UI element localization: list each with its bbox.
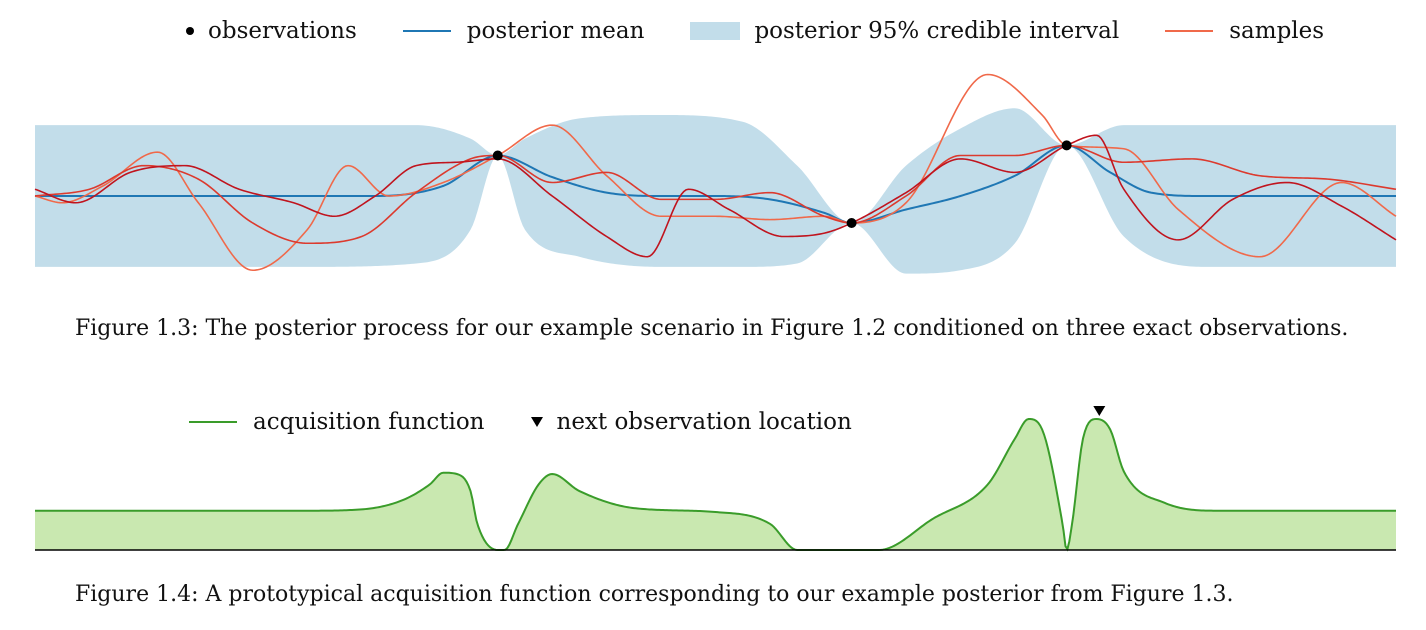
figure-1-3-legend: observations posterior mean posterior 95… (186, 18, 1324, 44)
sample-path-2 (34, 144, 1397, 245)
legend-next-location-label: next observation location (556, 409, 852, 435)
legend-observations: observations (186, 18, 357, 44)
posterior-mean-swatch (402, 30, 451, 32)
next-observation-marker (1093, 406, 1106, 416)
sample-path-1 (34, 73, 1397, 272)
samples-swatch (1165, 30, 1214, 32)
observation-point-1 (492, 150, 503, 161)
credible-interval-band (35, 108, 1396, 274)
figure-1-3-caption: Figure 1.3: The posterior process for ou… (75, 316, 1349, 341)
legend-credible-interval-label: posterior 95% credible interval (754, 18, 1120, 44)
legend-samples-label: samples (1229, 18, 1325, 44)
legend-acquisition-label: acquisition function (253, 409, 485, 435)
figure-1-4-caption: Figure 1.4: A prototypical acquisition f… (75, 582, 1234, 607)
posterior-process-plot (34, 73, 1397, 274)
legend-credible-interval: posterior 95% credible interval (690, 18, 1119, 44)
next-location-triangle-swatch (530, 417, 543, 427)
observation-point-2 (846, 218, 857, 228)
acquisition-swatch (189, 421, 237, 423)
legend-next-location: next observation location (530, 409, 852, 435)
legend-observations-label: observations (208, 18, 357, 44)
acquisition-function-plot (35, 406, 1396, 552)
observation-marker-swatch (186, 27, 194, 35)
acquisition-area (35, 419, 1396, 550)
credible-interval-swatch (690, 22, 741, 40)
acquisition-line (35, 417, 1396, 552)
legend-acquisition: acquisition function (189, 409, 485, 435)
sample-path-3 (34, 134, 1397, 258)
legend-samples: samples (1165, 18, 1324, 44)
figure-1-4-legend: acquisition function next observation lo… (189, 409, 852, 435)
legend-posterior-mean: posterior mean (402, 18, 645, 44)
observation-point-3 (1061, 140, 1072, 151)
legend-posterior-mean-label: posterior mean (466, 18, 645, 44)
